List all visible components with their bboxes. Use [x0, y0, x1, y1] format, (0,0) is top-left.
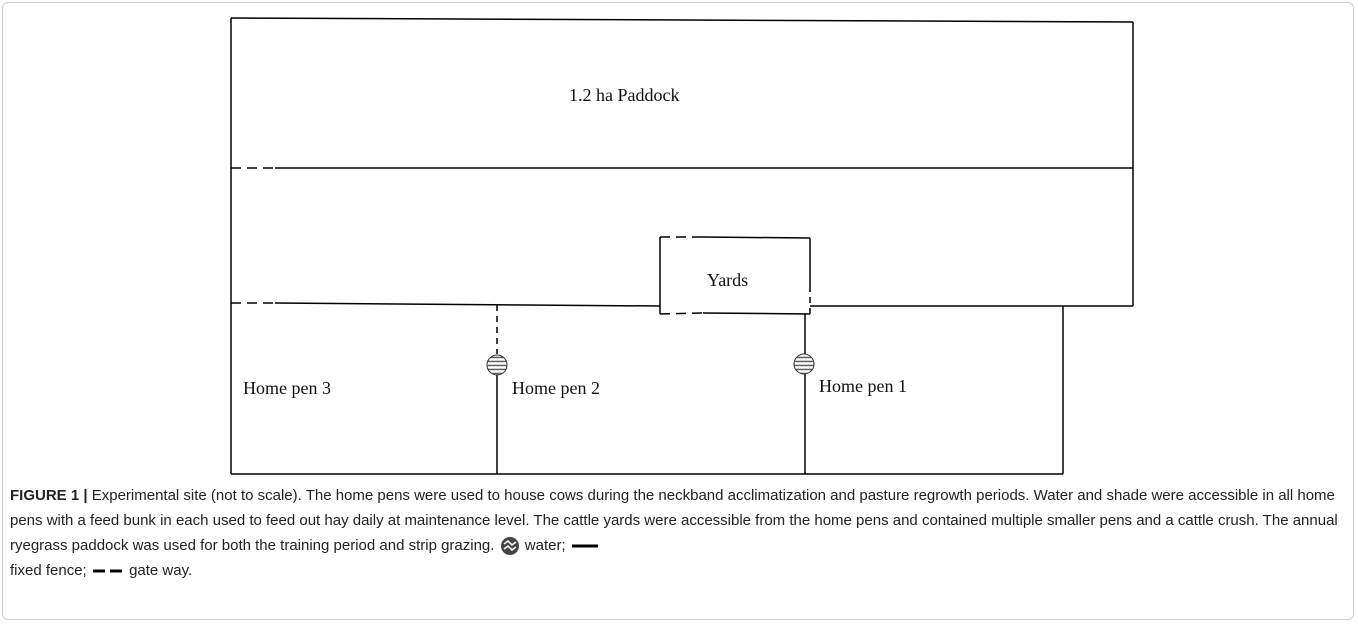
paddock-label: 1.2 ha Paddock — [569, 85, 679, 105]
legend-fixed-fence-text: fixed fence; — [10, 562, 87, 579]
yards-top-fence — [701, 236, 811, 239]
pens-top-fence-left — [274, 302, 661, 307]
site-diagram: 1.2 ha Paddock Yards Home pen 3 Home pen… — [230, 17, 1134, 475]
gate-way-legend-icon — [92, 569, 122, 573]
water-icon — [793, 353, 815, 375]
legend-water-text: water; — [524, 537, 566, 554]
yards-bottom-gate — [659, 312, 704, 315]
home-pen-2-label: Home pen 2 — [512, 378, 600, 398]
home-pen-1-label: Home pen 1 — [819, 376, 907, 396]
home-pen-3-label: Home pen 3 — [243, 378, 331, 398]
caption-text: Experimental site (not to scale). The ho… — [10, 487, 1338, 554]
fixed-fence-legend-icon — [571, 544, 598, 548]
legend-gate-way-text: gate way. — [129, 562, 193, 579]
figure-caption: FIGURE 1 | Experimental site (not to sca… — [10, 483, 1345, 583]
yards-bottom-fence — [702, 312, 811, 315]
figure-label: FIGURE 1 | — [10, 487, 88, 504]
yards-label: Yards — [707, 270, 748, 290]
water-icon — [486, 354, 508, 376]
water-legend-icon — [500, 537, 519, 556]
paddock-top-fence — [230, 17, 1134, 23]
